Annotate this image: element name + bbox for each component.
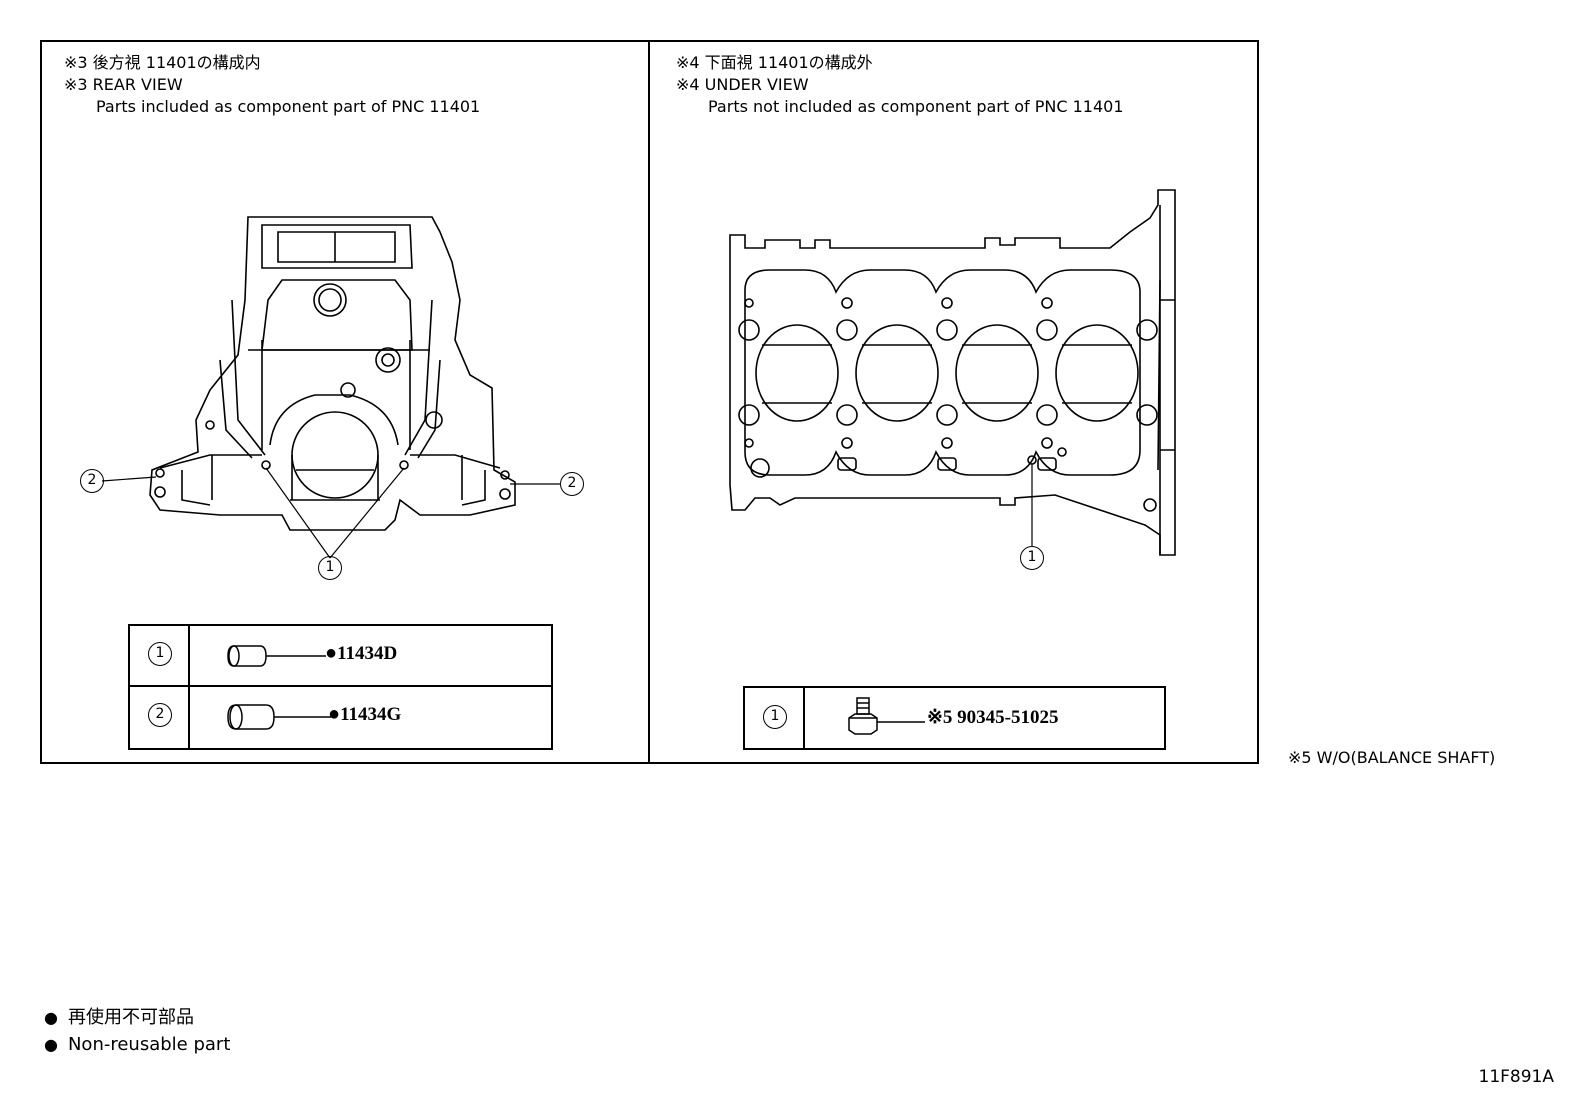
under-view-subtitle: Parts not included as component part of … (708, 97, 1124, 116)
part-number-label: 11434D (337, 643, 398, 664)
pin-icon (227, 704, 331, 730)
rear-view-title-jp: ※3 後方視 11401の構成内 (64, 53, 261, 72)
row-index-circle: 2 (148, 703, 172, 727)
under-view-header: ※4 下面視 11401の構成外 ※4 UNDER VIEW Parts not… (676, 52, 1124, 118)
bullet-icon: ● (44, 1035, 58, 1054)
callout-1-under: 1 (1020, 546, 1044, 570)
rear-parts-table: 1 ●11434D 2 ●11434G (128, 624, 553, 750)
row-index-cell: 2 (130, 687, 190, 748)
legend-en-label: Non-reusable part (67, 1034, 231, 1055)
engine-block-under-view (729, 189, 1176, 556)
diagram-code: 11F891A (1478, 1067, 1555, 1087)
under-view-title-jp: ※4 下面視 11401の構成外 (676, 53, 873, 72)
legend-jp-label: 再使用不可部品 (67, 1007, 194, 1028)
pin-icon (227, 645, 326, 667)
row-index-cell: 1 (745, 688, 805, 748)
bolt-icon (848, 697, 925, 735)
under-parts-table: 1 ※5 90345-51025 (743, 686, 1166, 750)
panel-divider (648, 40, 650, 764)
table-row: 1 ※5 90345-51025 (745, 688, 1164, 748)
row-index-circle: 1 (763, 705, 787, 729)
legend-row-jp: ● 再使用不可部品 (44, 1004, 230, 1031)
table-row: 2 ●11434G (130, 687, 551, 748)
non-reusable-marker: ● (328, 703, 341, 725)
row-index-cell: 1 (130, 626, 190, 685)
rear-view-header: ※3 後方視 11401の構成内 ※3 REAR VIEW Parts incl… (64, 52, 480, 118)
rear-view-leaders (101, 467, 560, 559)
footnote-balance-shaft: ※5 W/O(BALANCE SHAFT) (1288, 748, 1496, 767)
callout-2-right: 2 (560, 472, 584, 496)
row-index-circle: 1 (148, 642, 172, 666)
part-number-90345-51025: ※5 90345-51025 (927, 707, 1059, 728)
rear-view-subtitle: Parts included as component part of PNC … (96, 97, 481, 116)
callout-1-rear: 1 (318, 556, 342, 580)
bullet-icon: ● (44, 1008, 58, 1027)
legend: ● 再使用不可部品 ● Non-reusable part (44, 1004, 230, 1058)
part-number-11434D: ●11434D (325, 642, 397, 665)
part-number-label: 11434G (340, 704, 402, 725)
non-reusable-marker: ● (325, 642, 338, 664)
legend-row-en: ● Non-reusable part (44, 1031, 230, 1058)
engine-block-rear-view (149, 216, 516, 531)
table-row: 1 ●11434D (130, 626, 551, 687)
part-number-11434G: ●11434G (328, 703, 401, 726)
rear-view-title-en: ※3 REAR VIEW (64, 75, 183, 94)
under-view-title-en: ※4 UNDER VIEW (676, 75, 809, 94)
callout-2-left: 2 (80, 469, 104, 493)
